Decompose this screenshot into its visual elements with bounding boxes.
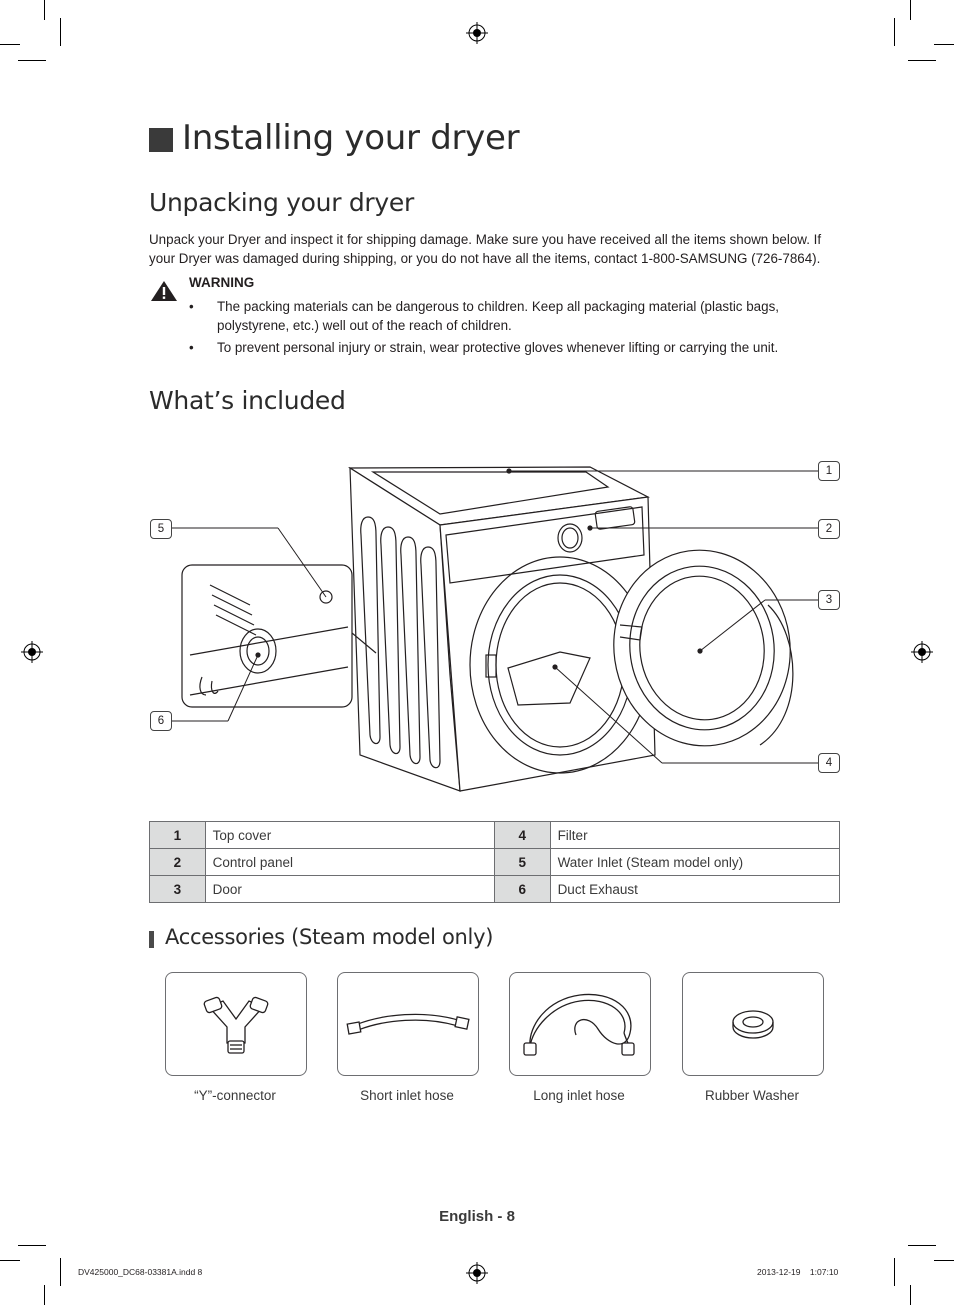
warning-text-1: The packing materials can be dangerous t… [217,299,779,333]
bullet-dot: • [189,340,194,355]
part-label: Control panel [204,848,495,876]
table-row: 3 Door 6 Duct Exhaust [149,875,841,903]
date-slug: 2013-12-19 1:07:10 [757,1267,839,1277]
callout-2: 2 [818,519,840,539]
page-title: Installing your dryer [182,118,520,158]
parts-table: 1 Top cover 4 Filter 2 Control panel 5 W… [149,821,841,903]
registration-mark-icon [911,641,933,663]
callout-1: 1 [818,461,840,481]
part-label: Water Inlet (Steam model only) [549,848,841,876]
whats-included-heading: What’s included [149,386,346,415]
registration-mark-icon [466,22,488,44]
long-hose-icon [523,993,635,1056]
accessories-heading: Accessories (Steam model only) [165,925,494,949]
warning-icon [151,281,177,301]
part-label: Top cover [204,821,495,849]
part-number: 2 [149,848,206,876]
accessory-label: Rubber Washer [704,1088,800,1103]
dryer-illustration [172,466,818,792]
part-label: Duct Exhaust [549,875,841,903]
y-connector-icon [203,996,269,1054]
registration-mark-icon [21,641,43,663]
part-label: Filter [549,821,841,849]
accessory-card-y-connector [165,972,307,1076]
table-row: 1 Top cover 4 Filter [149,821,841,849]
unpacking-body: Unpack your Dryer and inspect it for shi… [149,232,822,266]
table-row: 2 Control panel 5 Water Inlet (Steam mod… [149,848,841,876]
bullet-dot: • [189,299,194,314]
part-number: 1 [149,821,206,849]
part-number: 4 [493,821,551,849]
title-square-icon [149,128,173,152]
file-slug: DV425000_DC68-03381A.indd 8 [78,1267,203,1277]
part-number: 6 [493,875,551,903]
accessory-label: Short inlet hose [360,1088,454,1103]
accessory-label: “Y”-connector [194,1088,276,1103]
callout-5: 5 [150,519,172,539]
warning-text-2: To prevent personal injury or strain, we… [217,340,779,355]
part-number: 5 [493,848,551,876]
registration-mark-icon [466,1262,488,1284]
unpacking-heading: Unpacking your dryer [149,188,414,217]
part-label: Door [204,875,495,903]
callout-4: 4 [818,753,840,773]
short-hose-icon [346,1013,470,1035]
callout-3: 3 [818,590,840,610]
subheading-bar-icon [149,931,154,948]
part-number: 3 [149,875,206,903]
callout-6: 6 [150,711,172,731]
accessory-card-rubber-washer [682,972,824,1076]
warning-label: WARNING [189,275,255,290]
accessory-card-long-hose [509,972,651,1076]
accessory-card-short-hose [337,972,479,1076]
accessory-label: Long inlet hose [533,1088,625,1103]
rubber-washer-icon [732,1010,774,1039]
page-footer: English - 8 [439,1208,515,1225]
